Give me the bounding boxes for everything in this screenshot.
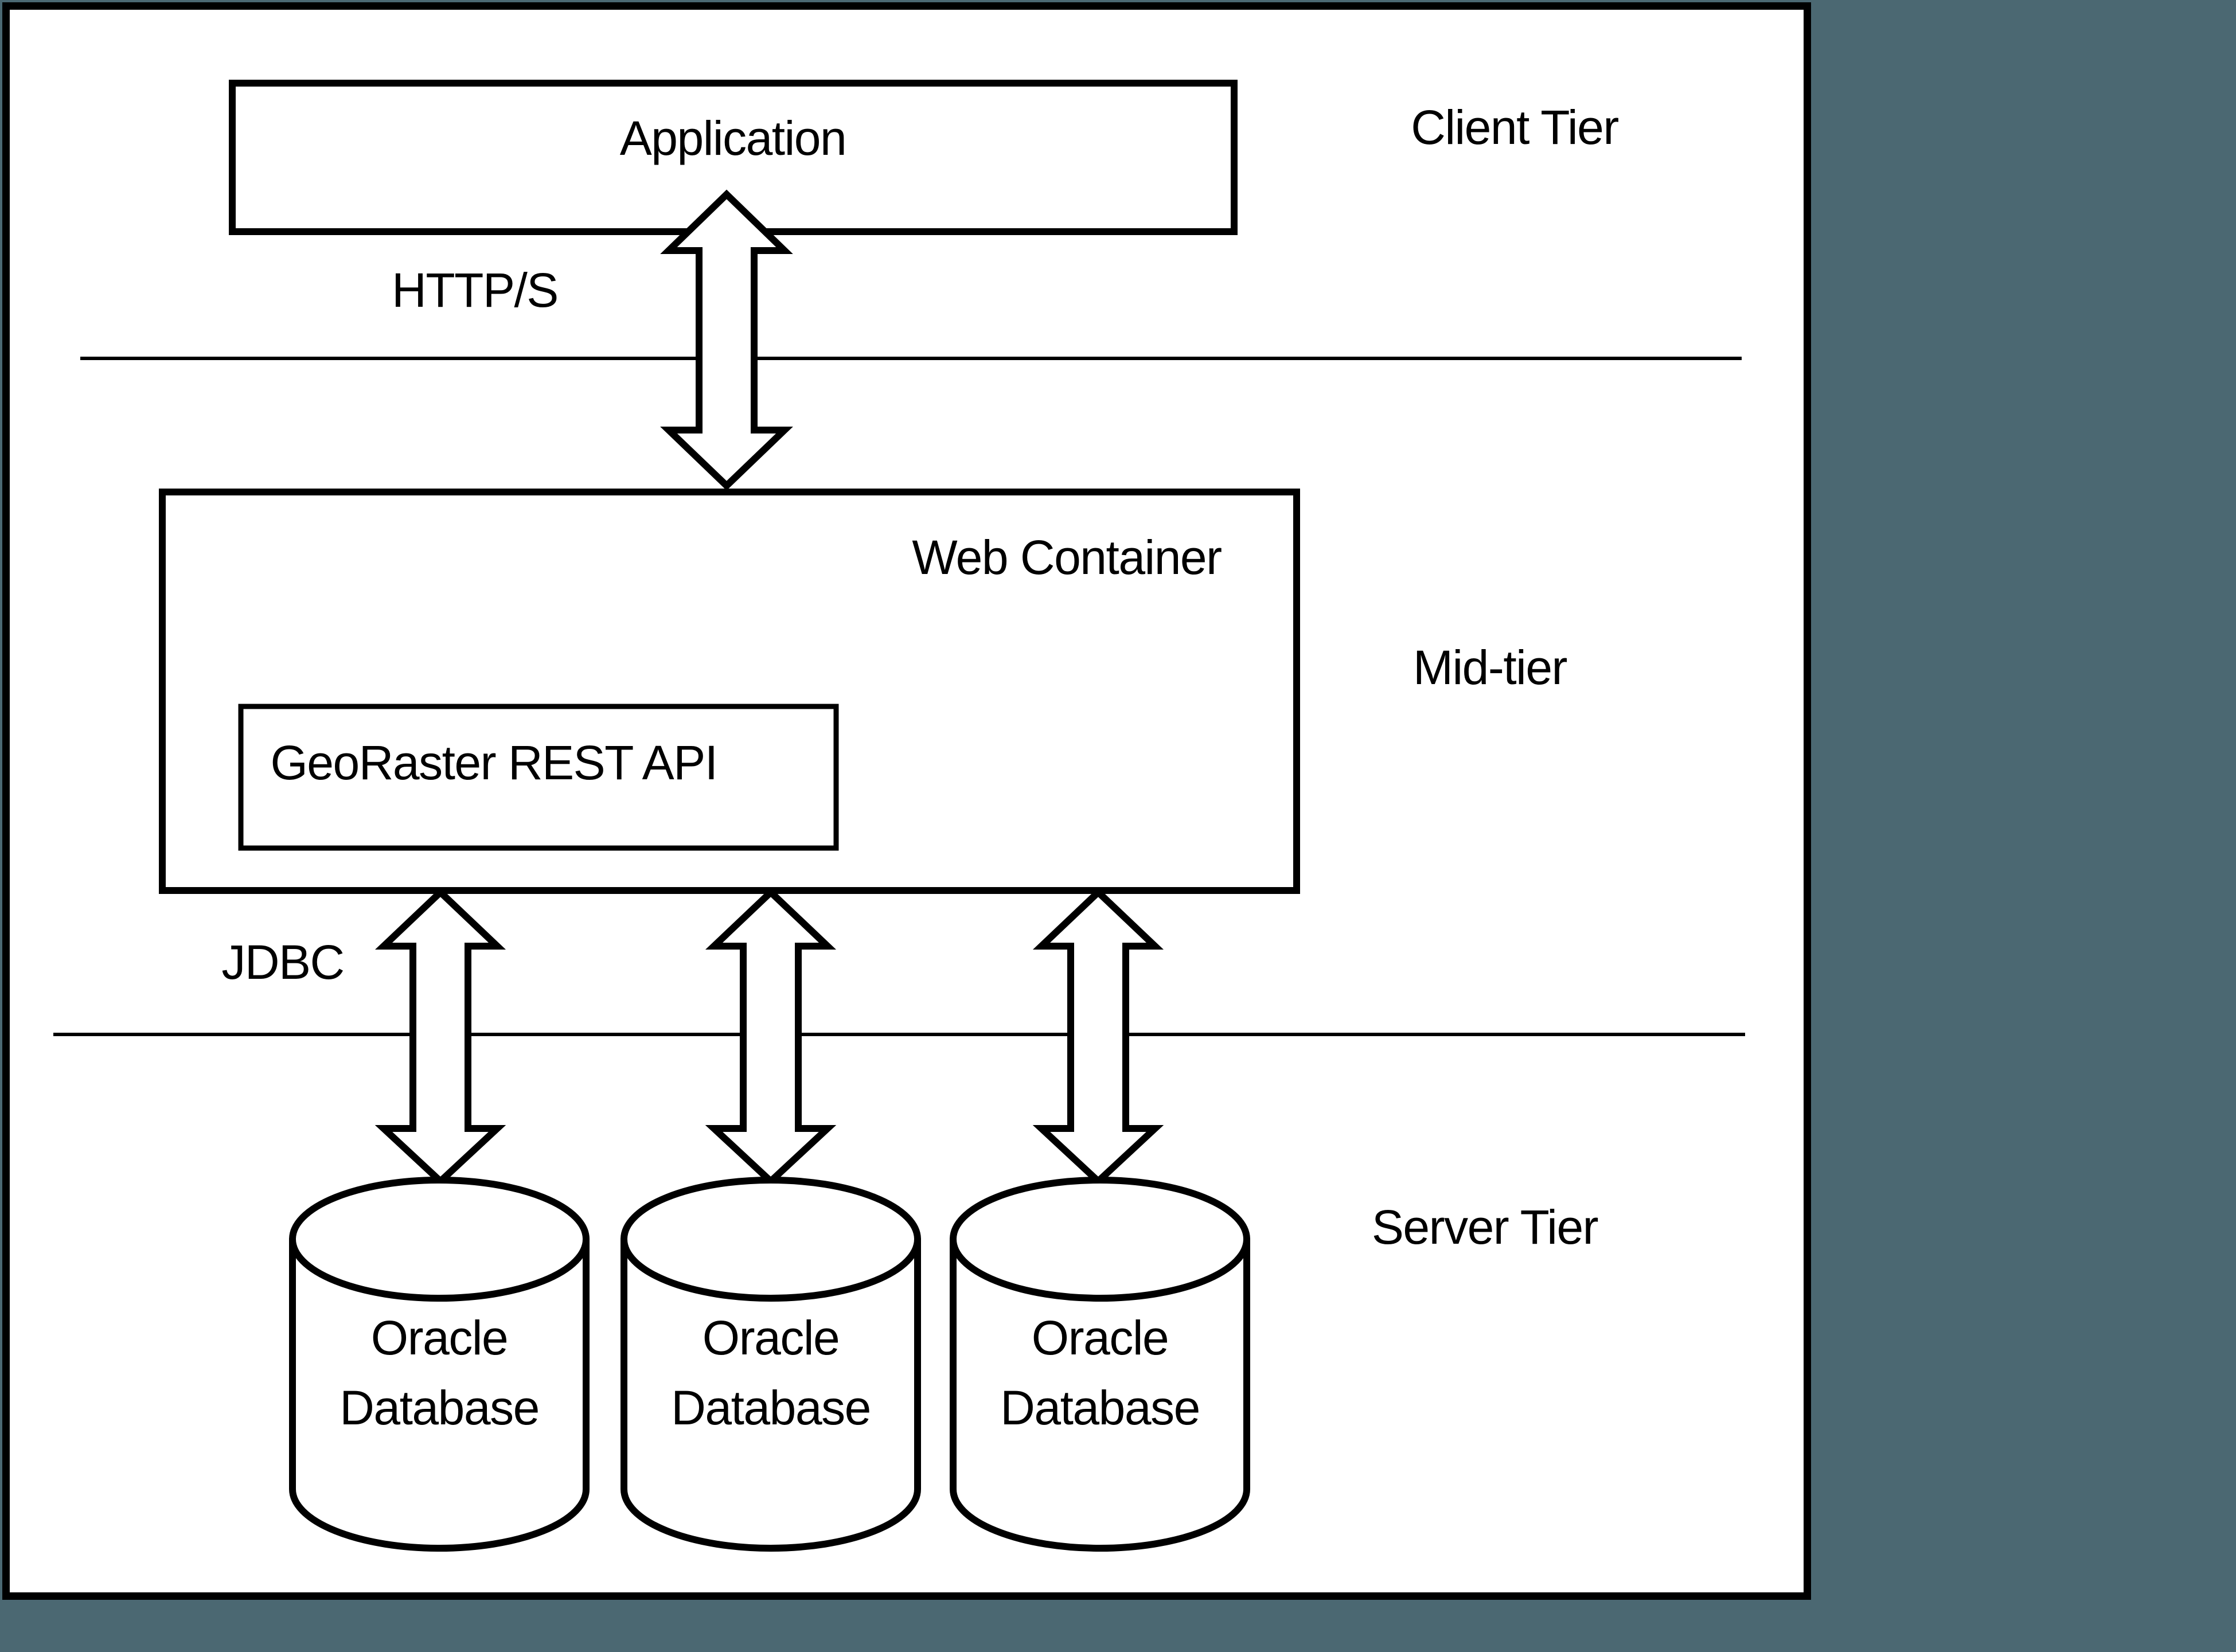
database-2-label-line1: Oracle [702,1310,840,1365]
database-cylinder-3 [950,1177,1250,1552]
database-3-label-line2: Database [1000,1380,1200,1435]
jdbc-protocol-label: JDBC [221,935,345,989]
application-label: Application [619,111,847,165]
database-3-label-line1: Oracle [1031,1310,1169,1365]
web-container-label: Web Container [912,530,1222,584]
database-1-label-line2: Database [340,1380,540,1435]
georaster-api-label: GeoRaster REST API [270,735,718,790]
jdbc-double-arrow-2 [705,887,837,1186]
server-tier-label: Server Tier [1371,1200,1599,1254]
client-tier-label: Client Tier [1411,100,1619,154]
http-protocol-label: HTTP/S [392,263,559,317]
database-2-label-line2: Database [671,1380,871,1435]
database-cylinder-2 [621,1177,921,1552]
database-cylinder-1 [289,1177,590,1552]
http-double-arrow [660,189,793,491]
georaster-api-box [238,704,839,851]
jdbc-double-arrow-1 [374,887,506,1186]
database-1-label-line1: Oracle [370,1310,509,1365]
mid-tier-label: Mid-tier [1412,640,1568,694]
jdbc-double-arrow-3 [1032,887,1164,1186]
